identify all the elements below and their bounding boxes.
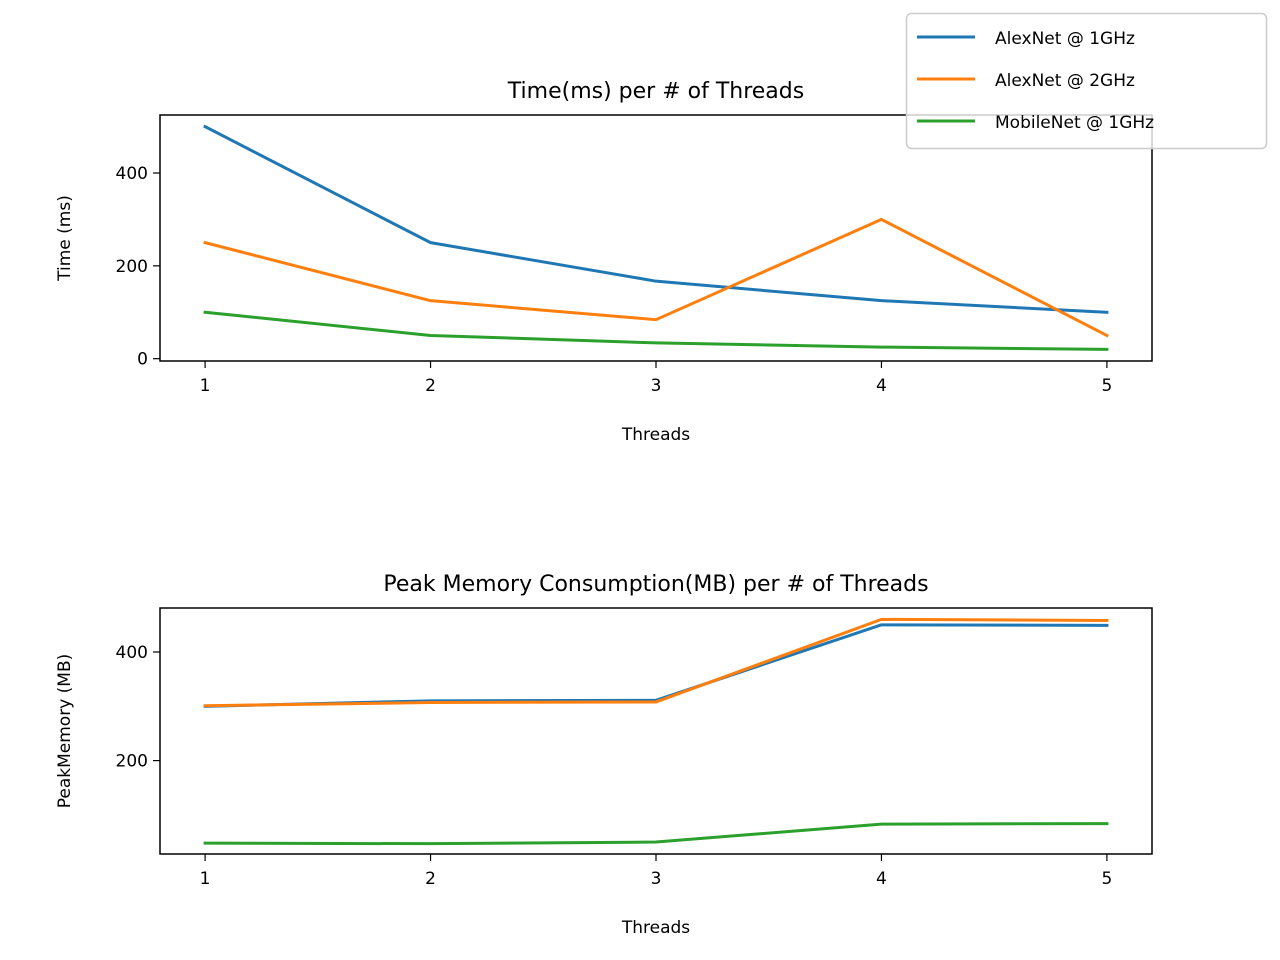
y-tick-label: 0	[137, 350, 148, 370]
y-tick-label: 200	[116, 752, 148, 772]
series-line-0	[203, 623, 1109, 708]
series-line-2	[203, 822, 1109, 846]
x-tick-label: 3	[651, 376, 662, 396]
x-tick-label: 1	[200, 376, 211, 396]
y-axis-label: PeakMemory (MB)	[55, 654, 75, 809]
x-tick-label: 2	[425, 376, 436, 396]
series-line-0	[203, 124, 1109, 314]
axes-frame	[159, 607, 1153, 855]
x-tick-label: 2	[425, 869, 436, 889]
legend-entry: AlexNet @ 1GHz	[917, 29, 1135, 49]
x-axis-label: Threads	[621, 918, 690, 938]
x-tick-label: 5	[1101, 376, 1112, 396]
legend-label: AlexNet @ 2GHz	[995, 71, 1135, 91]
y-tick-label: 200	[116, 257, 148, 277]
series-line-2	[203, 310, 1109, 351]
legend-label: AlexNet @ 1GHz	[995, 29, 1135, 49]
series-line-1	[203, 617, 1109, 708]
x-tick-label: 3	[651, 869, 662, 889]
chart-title: Time(ms) per # of Threads	[507, 79, 804, 104]
x-tick-label: 4	[876, 376, 887, 396]
x-tick-label: 4	[876, 869, 887, 889]
chart-0: Time(ms) per # of Threads 1 2 3 4 5 0 200 400Thr…	[55, 79, 1153, 445]
y-tick-label: 400	[116, 643, 148, 663]
y-axis-label: Time (ms)	[55, 195, 75, 282]
legend-entry: MobileNet @ 1GHz	[917, 113, 1154, 133]
legend-label: MobileNet @ 1GHz	[995, 113, 1154, 133]
x-axis-label: Threads	[621, 425, 690, 445]
y-tick-label: 400	[116, 164, 148, 184]
legend-entry: AlexNet @ 2GHz	[917, 71, 1135, 91]
series-line-1	[203, 217, 1109, 338]
chart-1: Peak Memory Consumption(MB) per # of Thr…	[55, 572, 1153, 938]
chart-title: Peak Memory Consumption(MB) per # of Thr…	[383, 572, 928, 597]
x-tick-label: 5	[1101, 869, 1112, 889]
legend-box	[905, 12, 1268, 150]
x-tick-label: 1	[200, 869, 211, 889]
